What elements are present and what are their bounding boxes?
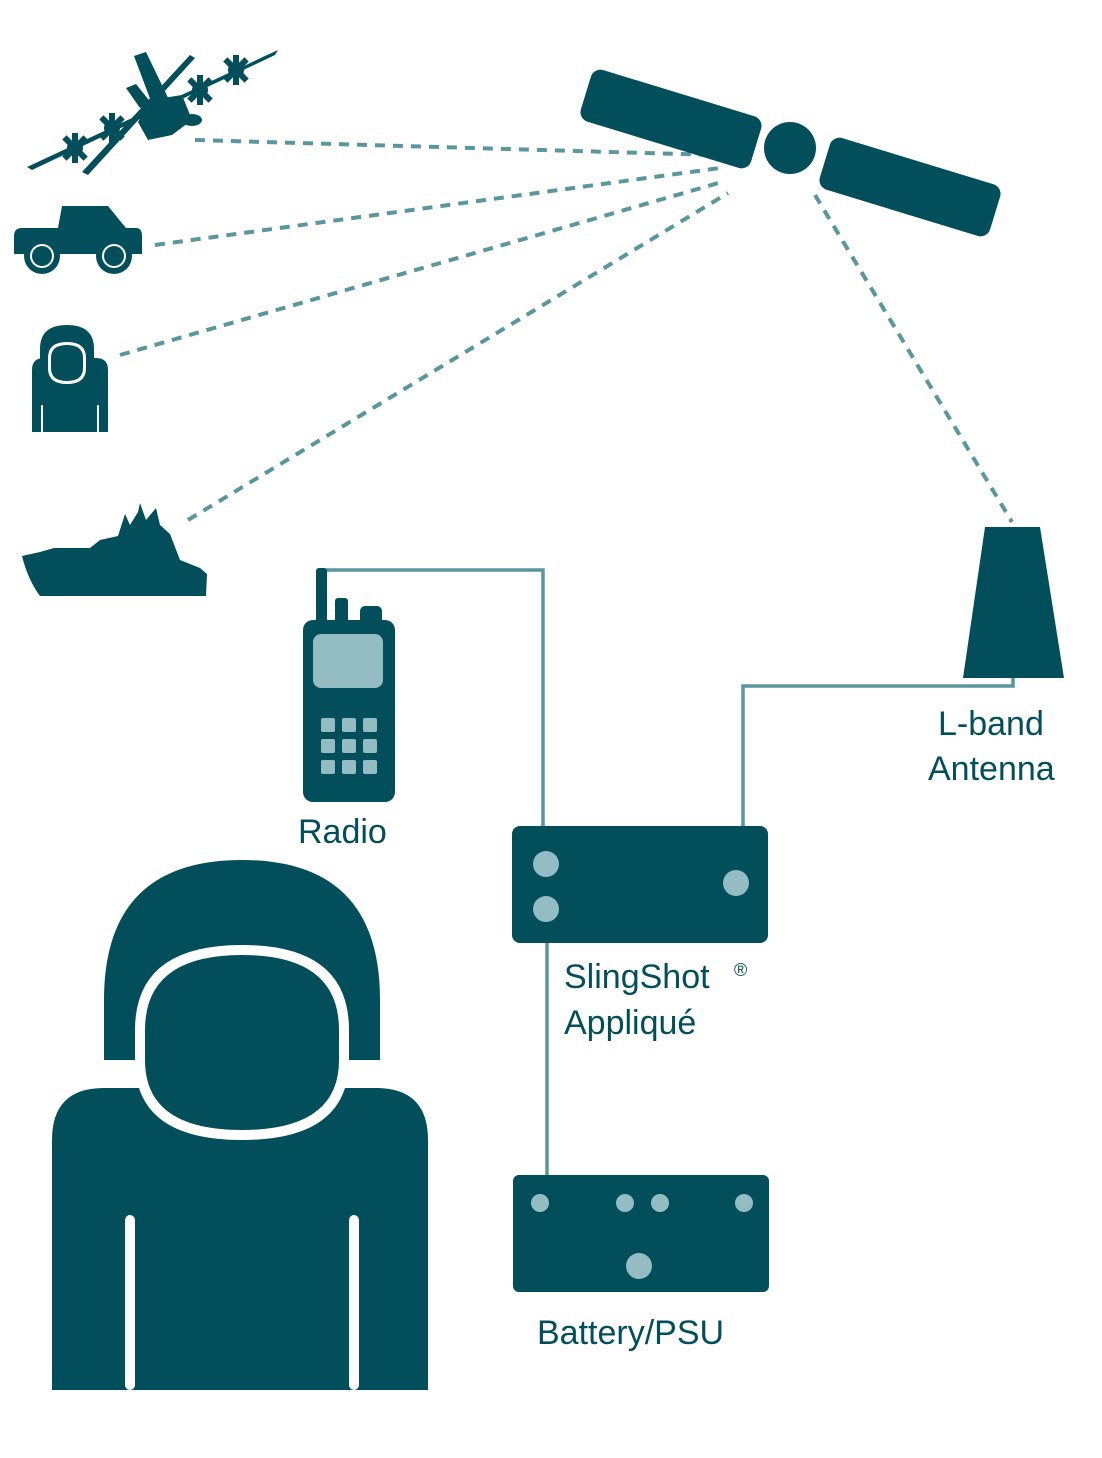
cable-radio-slingshot xyxy=(322,568,545,830)
slingshot-label-line1: SlingShot xyxy=(564,958,710,996)
operator-icon xyxy=(52,860,428,1390)
truck-icon xyxy=(14,206,142,274)
slingshot-label-line2: Appliqué xyxy=(564,1004,697,1042)
link-antenna-satellite xyxy=(813,193,1014,524)
battery-unit-icon xyxy=(513,1175,769,1292)
battery-label: Battery/PSU xyxy=(537,1314,725,1352)
link-vehicle-satellite xyxy=(154,166,721,247)
aircraft-icon xyxy=(27,50,278,175)
slingshot-unit-icon xyxy=(512,826,768,943)
radio-icon xyxy=(303,568,395,802)
satellite-icon xyxy=(580,69,1001,237)
antenna-icon xyxy=(963,527,1064,678)
person-icon xyxy=(32,325,108,432)
antenna-label-line2: Antenna xyxy=(928,750,1055,788)
antenna-label-line1: L-band xyxy=(938,705,1044,743)
link-ship-satellite xyxy=(186,191,730,522)
ship-icon xyxy=(22,503,207,596)
radio-label: Radio xyxy=(298,813,387,851)
satellite-links xyxy=(119,138,1014,524)
link-aircraft-satellite xyxy=(194,138,716,157)
registered-mark: ® xyxy=(734,960,748,980)
link-soldier-satellite xyxy=(119,180,723,357)
